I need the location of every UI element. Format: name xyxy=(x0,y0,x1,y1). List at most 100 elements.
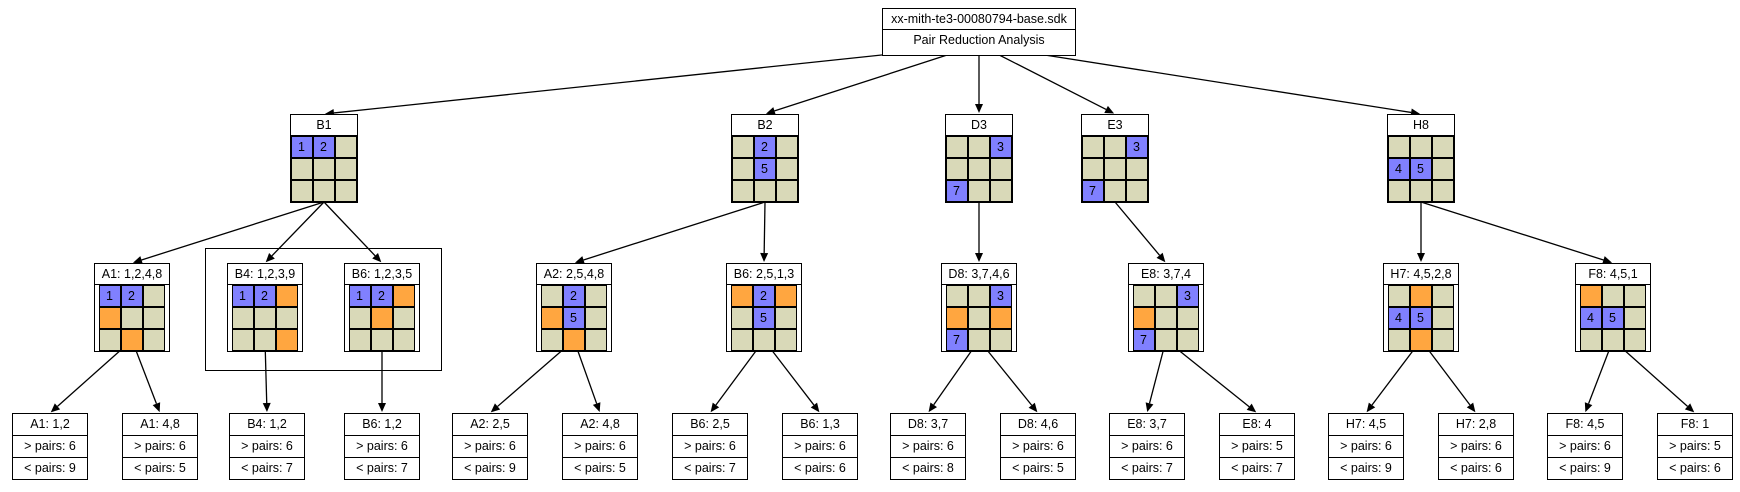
grid-cell xyxy=(584,284,607,307)
grid-cell xyxy=(312,179,335,202)
node-label: B4: 1,2,3,9 xyxy=(228,264,302,285)
node-label: F8: 4,5,1 xyxy=(1576,264,1650,285)
node-label: B6: 1,2,3,5 xyxy=(345,264,419,285)
grid-cell: 4 xyxy=(1579,306,1602,329)
grid-cell: 5 xyxy=(753,157,776,180)
grid-cell xyxy=(967,157,990,180)
edge-b1-b4-1-2-3-9 xyxy=(271,201,325,257)
grid-cell xyxy=(967,306,990,329)
leaf-label: H7: 4,5 xyxy=(1345,417,1387,431)
edge-e3-e8-3-7-4-arrowhead xyxy=(1156,252,1166,263)
grid-cell xyxy=(774,328,797,351)
root-file-label: xx-mith-te3-00080794-base.sdk xyxy=(883,9,1075,30)
grid-cell xyxy=(945,284,968,307)
grid-cell xyxy=(334,157,357,180)
edge-h8-f8-4-5-1-arrowhead xyxy=(1602,256,1613,264)
leaf-label: D8: 3,7 xyxy=(907,417,949,431)
leaf-f8-4-5: F8: 4,5> pairs: 6< pairs: 9 xyxy=(1547,413,1623,480)
lesser-pairs: < pairs: 8 xyxy=(891,457,965,479)
edge-e8-3-7-4-e8-3-7-arrowhead xyxy=(1145,402,1154,413)
greater-pairs: > pairs: 6 xyxy=(453,435,527,457)
edge-d8-3-7-4-6-d8-3-7 xyxy=(933,350,972,406)
edge-d8-3-7-4-6-d8-3-7-arrowhead xyxy=(928,402,938,413)
lesser-pairs: < pairs: 6 xyxy=(1658,457,1732,479)
lesser-pairs: < pairs: 6 xyxy=(783,457,857,479)
edge-root-b2 xyxy=(774,52,954,112)
grid-cell xyxy=(253,306,276,329)
grid-cell xyxy=(967,284,990,307)
leaf-d8-3-7: D8: 3,7> pairs: 6< pairs: 8 xyxy=(890,413,966,480)
grid-cell xyxy=(275,284,298,307)
edge-f8-4-5-1-f8-4-5 xyxy=(1587,350,1610,404)
grid-cell xyxy=(142,306,165,329)
grid-cell: 7 xyxy=(945,179,968,202)
grid-cell xyxy=(392,306,415,329)
grid-cell xyxy=(1176,328,1199,351)
leaf-b6-1-3: B6: 1,3> pairs: 6< pairs: 6 xyxy=(782,413,858,480)
edge-d3-d8-3-7-4-6-arrowhead xyxy=(975,253,983,262)
greater-pairs: > pairs: 6 xyxy=(783,435,857,457)
grid-cell xyxy=(1431,284,1454,307)
grid-cell: 1 xyxy=(98,284,121,307)
leaf-label: E8: 4 xyxy=(1242,417,1272,431)
edge-e3-e8-3-7-4 xyxy=(1114,201,1161,256)
grid-cell xyxy=(231,328,254,351)
grid-cell xyxy=(731,157,754,180)
grid-cell xyxy=(1154,284,1177,307)
leaf-label: B6: 2,5 xyxy=(690,417,730,431)
edge-f8-4-5-1-f8-1-arrowhead xyxy=(1684,403,1695,413)
grid-cell xyxy=(584,328,607,351)
leaf-d8-4-6: D8: 4,6> pairs: 6< pairs: 5 xyxy=(1000,413,1076,480)
grid-cell xyxy=(142,284,165,307)
grid-cell xyxy=(253,328,276,351)
lesser-pairs: < pairs: 5 xyxy=(1001,457,1075,479)
grid-cell xyxy=(1103,179,1126,202)
greater-pairs: > pairs: 6 xyxy=(230,435,304,457)
leaf-h7-4-5: H7: 4,5> pairs: 6< pairs: 9 xyxy=(1328,413,1404,480)
grid-cell xyxy=(1387,179,1410,202)
node-label: H7: 4,5,2,8 xyxy=(1384,264,1458,285)
grid-cell xyxy=(1409,179,1432,202)
lesser-pairs: < pairs: 5 xyxy=(123,457,197,479)
cluster-b4-b6 xyxy=(205,248,442,371)
edge-b6-2-5-1-3-b6-2-5 xyxy=(715,350,757,406)
grid-cell: 7 xyxy=(1081,179,1104,202)
grid-cell xyxy=(231,306,254,329)
edge-h8-h7-4-5-2-8-arrowhead xyxy=(1417,253,1425,262)
greater-pairs: > pairs: 6 xyxy=(1548,435,1622,457)
edge-h7-4-5-2-8-h7-4-5 xyxy=(1371,350,1414,406)
edge-a1-1-2-4-8-a1-4-8 xyxy=(135,350,158,404)
grid-cell xyxy=(1103,157,1126,180)
grid-cell xyxy=(334,135,357,158)
leaf-label: B6: 1,2 xyxy=(362,417,402,431)
grid-cell xyxy=(1431,328,1454,351)
grid-cell xyxy=(967,179,990,202)
leaf-label: H7: 2,8 xyxy=(1455,417,1497,431)
edge-f8-4-5-1-f8-1 xyxy=(1624,350,1688,407)
root-title-label: Pair Reduction Analysis xyxy=(913,33,1045,47)
grid-cell: 7 xyxy=(1132,328,1155,351)
grid-cell xyxy=(945,135,968,158)
lesser-pairs: < pairs: 7 xyxy=(673,457,747,479)
leaf-a2-4-8: A2: 4,8> pairs: 6< pairs: 5 xyxy=(562,413,638,480)
root-node: xx-mith-te3-00080794-base.sdk Pair Reduc… xyxy=(882,8,1076,56)
node-label: E8: 3,7,4 xyxy=(1129,264,1203,285)
greater-pairs: > pairs: 6 xyxy=(563,435,637,457)
greater-pairs: > pairs: 6 xyxy=(673,435,747,457)
grid-cell xyxy=(1431,157,1454,180)
grid-cell: 1 xyxy=(348,284,371,307)
grid-cell xyxy=(775,179,798,202)
edge-b6-2-5-1-3-b6-2-5-arrowhead xyxy=(710,402,720,413)
edge-b4-1-2-3-9-b4-1-2-arrowhead xyxy=(262,402,271,413)
